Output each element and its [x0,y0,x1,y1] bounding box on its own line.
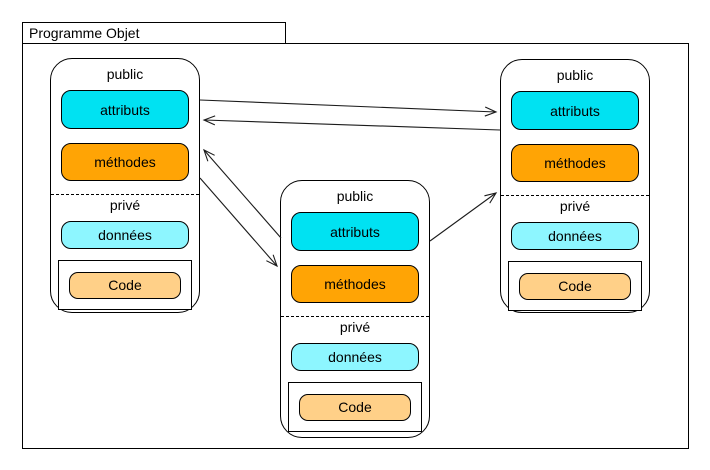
object-middle: public attributs méthodes privé données … [280,180,430,438]
methodes-box: méthodes [61,143,189,181]
package-frame-border [22,43,689,449]
attributs-box: attributs [61,90,189,129]
code-container: Code [508,261,642,311]
code-container: Code [288,382,422,432]
private-section-label: privé [559,198,591,214]
methodes-box: méthodes [511,144,639,182]
code-box: Code [519,272,631,300]
public-section-label: public [336,188,374,204]
public-private-divider [501,195,649,196]
public-private-divider [51,194,199,195]
object-left: public attributs méthodes privé données … [50,58,200,313]
private-section-label: privé [339,319,371,335]
public-private-divider [281,316,429,317]
donnees-box: données [511,222,639,250]
frame-title: Programme Objet [29,25,140,41]
private-section-label: privé [109,197,141,213]
frame-title-tab: Programme Objet [22,22,286,43]
donnees-box: données [61,221,189,249]
methodes-box: méthodes [291,265,419,303]
code-box: Code [69,271,181,299]
object-right: public attributs méthodes privé données … [500,59,650,313]
attributs-box: attributs [511,91,639,130]
code-box: Code [299,393,411,421]
public-section-label: public [106,66,144,82]
public-section-label: public [556,67,594,83]
attributs-box: attributs [291,212,419,251]
donnees-box: données [291,343,419,371]
code-container: Code [58,260,192,310]
